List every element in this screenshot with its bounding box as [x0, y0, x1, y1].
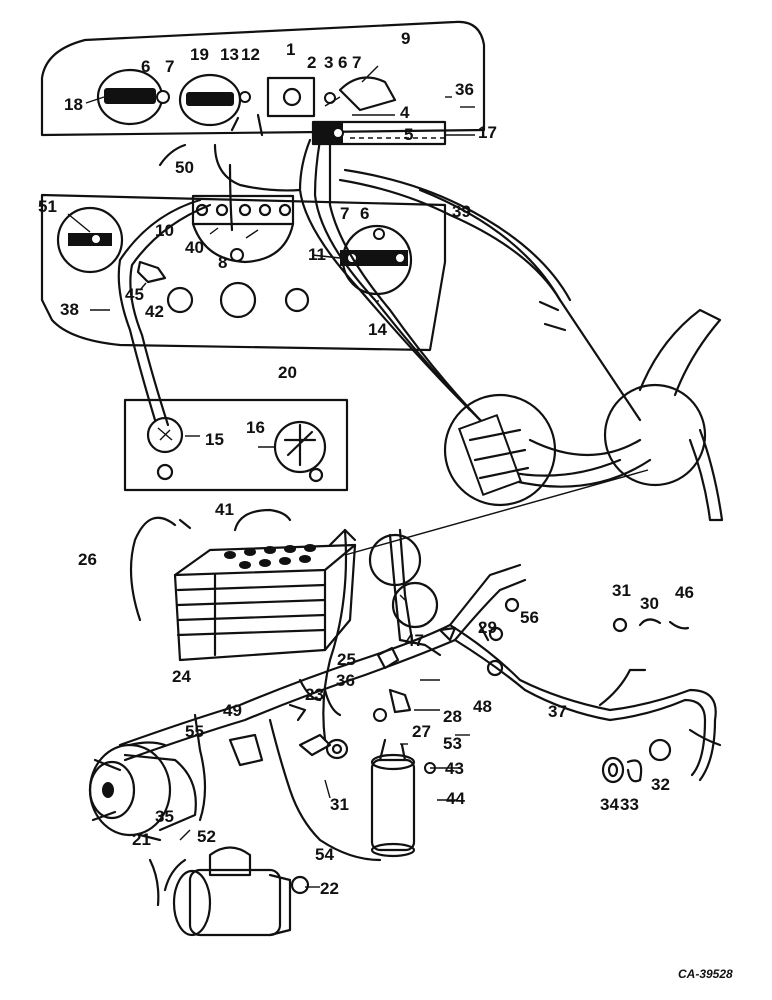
- callout-8: 8: [218, 253, 227, 272]
- callout-9: 9: [401, 29, 410, 48]
- callout-4: 4: [400, 103, 410, 122]
- callout-13: 13: [220, 45, 239, 64]
- callout-26: 26: [78, 550, 97, 569]
- callout-42: 42: [145, 302, 164, 321]
- callout-55: 55: [185, 722, 204, 741]
- instrument-panel: [40, 20, 486, 146]
- callout-6c: 6: [360, 204, 369, 223]
- connector-detail-right: [603, 308, 724, 522]
- callout-48: 48: [473, 697, 492, 716]
- callout-54: 54: [315, 845, 334, 864]
- callout-37: 37: [548, 702, 567, 721]
- callout-2: 2: [307, 53, 316, 72]
- figure-code: CA-39528: [678, 967, 733, 981]
- callout-10: 10: [155, 221, 174, 240]
- callout-6b: 6: [141, 57, 150, 76]
- callout-51: 51: [38, 197, 57, 216]
- callout-44: 44: [446, 789, 465, 808]
- callout-31: 31: [612, 581, 631, 600]
- callout-25: 25: [337, 650, 356, 669]
- callout-45: 45: [125, 285, 144, 304]
- callout-47: 47: [405, 631, 424, 650]
- callout-11: 11: [308, 245, 326, 264]
- callout-3: 3: [324, 53, 333, 72]
- callout-50: 50: [175, 158, 194, 177]
- callout-7: 7: [352, 53, 361, 72]
- callout-12: 12: [241, 45, 260, 64]
- callout-20: 20: [278, 363, 297, 382]
- starter-motor: [148, 846, 310, 937]
- ignition-coil: [370, 738, 416, 858]
- callout-41: 41: [215, 500, 234, 519]
- callout-14: 14: [368, 320, 387, 339]
- callout-15: 15: [205, 430, 224, 449]
- callout-38: 38: [60, 300, 79, 319]
- right-branch-parts: [601, 617, 722, 784]
- callout-52: 52: [197, 827, 216, 846]
- callout-36b: 36: [336, 671, 355, 690]
- callout-53: 53: [443, 734, 462, 753]
- callout-29: 29: [478, 618, 497, 637]
- callout-6: 6: [338, 53, 347, 72]
- callout-7b: 7: [165, 57, 174, 76]
- callout-7c: 7: [340, 204, 349, 223]
- callout-21: 21: [132, 830, 151, 849]
- callout-34: 34: [600, 795, 619, 814]
- callout-56: 56: [520, 608, 539, 627]
- callout-17: 17: [478, 123, 497, 142]
- callout-40: 40: [185, 238, 204, 257]
- small-parts: [288, 597, 520, 722]
- other-components: [193, 713, 436, 862]
- callout-30: 30: [640, 594, 659, 613]
- callout-labels: 1 2 3 4 5 6 7 9 12 13 17 18 19 36 50 6 7…: [38, 29, 733, 981]
- dash-panel: [40, 193, 447, 352]
- leader-lines: [67, 65, 475, 888]
- callout-39: 39: [452, 202, 471, 221]
- callout-1: 1: [286, 40, 295, 59]
- callout-28: 28: [443, 707, 462, 726]
- alternator: [88, 741, 197, 842]
- callout-27: 27: [412, 722, 431, 741]
- main-harness: [118, 528, 717, 782]
- callout-46: 46: [675, 583, 694, 602]
- callout-24: 24: [172, 667, 191, 686]
- callout-36: 36: [455, 80, 474, 99]
- callout-35: 35: [155, 807, 174, 826]
- connector-detail-left: [443, 393, 557, 507]
- battery: [173, 528, 357, 662]
- switch-plate: [123, 398, 349, 492]
- callout-5: 5: [404, 125, 413, 144]
- callout-23: 23: [305, 685, 324, 704]
- callout-16: 16: [246, 418, 265, 437]
- callout-33: 33: [620, 795, 639, 814]
- callout-22: 22: [320, 879, 339, 898]
- callout-43: 43: [445, 759, 464, 778]
- callout-18: 18: [64, 95, 83, 114]
- callout-49: 49: [223, 701, 242, 720]
- battery-cable-26: [129, 516, 177, 622]
- callout-32: 32: [651, 775, 670, 794]
- callout-31b: 31: [330, 795, 349, 814]
- panel-harness: [117, 138, 652, 488]
- callout-19: 19: [190, 45, 209, 64]
